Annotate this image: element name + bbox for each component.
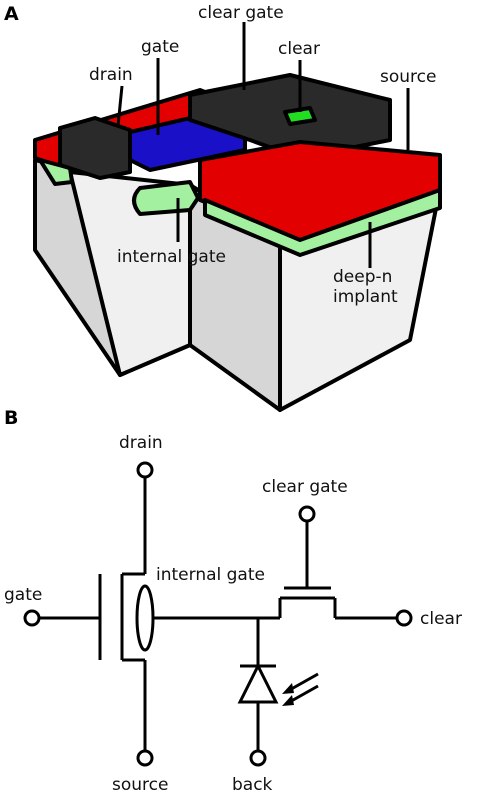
panel-b-arrowheads bbox=[282, 683, 294, 706]
label-a-gate: gate bbox=[141, 37, 179, 57]
label-b-gate: gate bbox=[4, 585, 42, 605]
label-b-internal-gate: internal gate bbox=[156, 565, 265, 585]
terminal-back bbox=[249, 749, 267, 767]
terminal-clear-gate bbox=[298, 505, 316, 523]
panel-b-labels: B drain clear gate gate internal gate cl… bbox=[4, 407, 462, 795]
panel-a-device-drawing bbox=[33, 73, 442, 412]
label-b-drain: drain bbox=[119, 433, 163, 453]
terminal-drain bbox=[136, 461, 154, 479]
deep-n-implant bbox=[203, 188, 442, 257]
leader-drain bbox=[116, 85, 124, 127]
label-a-deep-n-line2: implant bbox=[333, 287, 398, 307]
panel-a-labels: A drain gate clear gate clear source int… bbox=[4, 3, 436, 307]
terminal-gate bbox=[23, 609, 41, 627]
panel-a-letter: A bbox=[4, 3, 19, 25]
label-b-back: back bbox=[232, 775, 273, 795]
drain-contact bbox=[58, 116, 132, 180]
label-b-clear: clear bbox=[420, 609, 462, 629]
terminal-clear bbox=[395, 609, 413, 627]
label-a-deep-n-line1: deep-n bbox=[333, 267, 392, 287]
terminal-source bbox=[136, 749, 154, 767]
label-a-clear: clear bbox=[278, 39, 320, 59]
label-b-clear-gate: clear gate bbox=[262, 477, 348, 497]
label-a-internal-gate: internal gate bbox=[117, 247, 226, 267]
label-a-drain: drain bbox=[89, 65, 133, 85]
panel-b-terminals bbox=[23, 461, 413, 767]
label-a-source: source bbox=[380, 67, 436, 87]
arrowhead-1 bbox=[282, 683, 294, 694]
diode-triangle bbox=[237, 662, 279, 704]
internal-gate-ellipse bbox=[135, 584, 155, 652]
label-a-clear-gate: clear gate bbox=[198, 3, 284, 23]
clear-region bbox=[283, 106, 317, 126]
panel-b-circuit bbox=[38, 476, 398, 752]
arrowhead-2 bbox=[282, 695, 294, 706]
internal-gate-region bbox=[132, 180, 200, 216]
panel-b-letter: B bbox=[4, 407, 18, 429]
label-b-source: source bbox=[112, 775, 168, 795]
panel-a-leaders bbox=[116, 22, 410, 268]
